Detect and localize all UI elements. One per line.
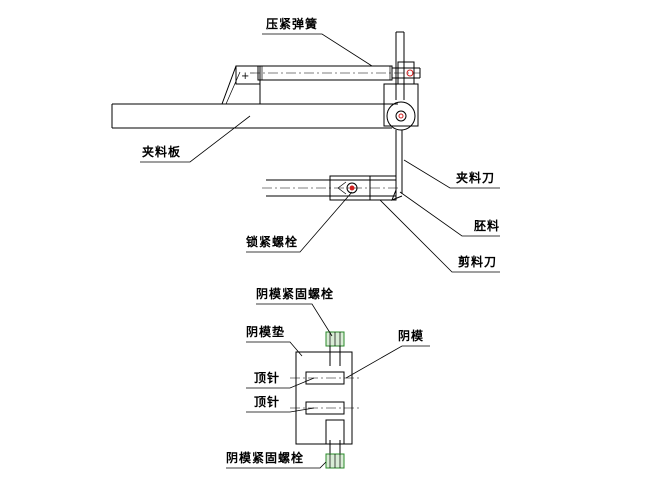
clamp-plate: +: [111, 65, 398, 129]
label-cut-blade: 剪料刀: [458, 254, 497, 269]
plus-marker: +: [241, 71, 249, 82]
label-spring: 压紧弹簧: [266, 16, 318, 31]
label-die-bolt-bottom: 阴模紧固螺栓: [226, 450, 304, 465]
compression-spring: [250, 61, 421, 85]
die-assembly: [290, 331, 360, 469]
clamp-blade: [391, 130, 403, 201]
pivot-lever: [383, 31, 419, 131]
label-clamp-blade: 夹料刀: [456, 170, 495, 185]
spring-nut-mark: [406, 69, 414, 77]
label-die-bolt-top: 阴模紧固螺栓: [256, 286, 334, 301]
clamp-assembly: +: [111, 31, 421, 201]
label-blank: 胚料: [474, 218, 500, 233]
label-lock-bolt: 锁紧螺栓: [246, 234, 298, 249]
label-ejector-2: 顶针: [254, 394, 280, 409]
label-die-pad: 阴模垫: [246, 324, 285, 339]
die-bolt-top: [325, 331, 345, 366]
blank-stock: [262, 175, 398, 201]
label-die: 阴模: [398, 328, 424, 343]
die-body: [290, 351, 360, 445]
leader-lines: [140, 33, 500, 469]
label-ejector-1: 顶针: [254, 370, 280, 385]
label-clamp-plate: 夹料板: [142, 144, 181, 159]
die-bolt-bottom: [325, 440, 345, 469]
